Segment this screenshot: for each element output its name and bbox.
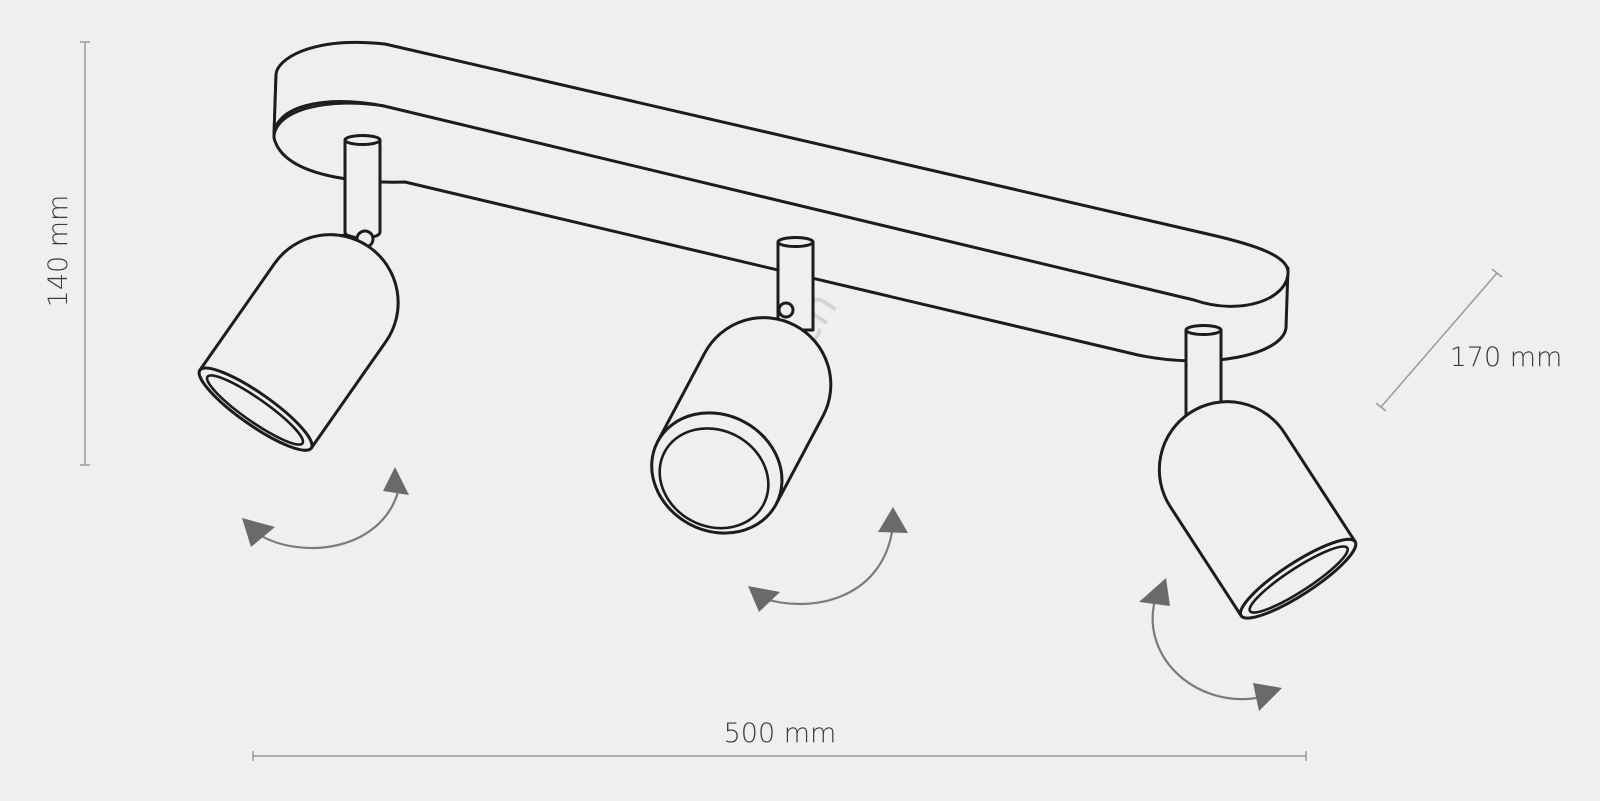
depth-dimension-label: 170 mm [1450, 342, 1563, 373]
width-dimension: 500 mm [252, 718, 1307, 761]
joint-middle [777, 301, 795, 319]
base-plate-top-edge [272, 102, 386, 138]
spotlight-right [1157, 400, 1358, 620]
spotlight-middle [650, 316, 833, 535]
rotation-arrow-icon [748, 507, 908, 612]
rotation-arrow-icon [242, 467, 409, 550]
ceiling-base-plate [272, 40, 1290, 363]
spotlight-left [197, 233, 400, 452]
depth-dimension: 170 mm [1375, 268, 1563, 412]
height-dimension-label: 140 mm [43, 195, 74, 308]
height-dimension: 140 mm [43, 41, 90, 466]
base-plate-side [272, 73, 1290, 363]
stem-left [343, 134, 382, 240]
width-dimension-label: 500 mm [724, 718, 837, 749]
rotation-arrow-icon [1139, 578, 1282, 711]
